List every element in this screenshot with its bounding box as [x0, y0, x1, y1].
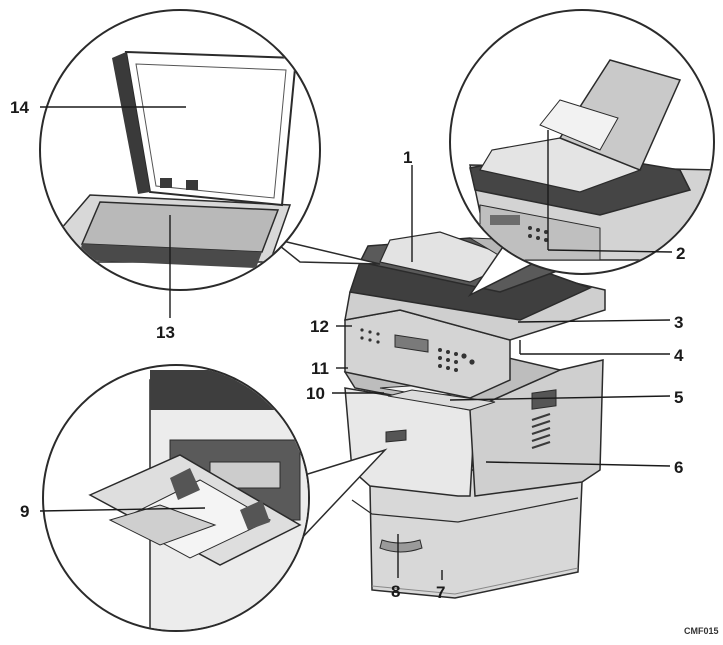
magnifier-adf	[449, 9, 715, 297]
callout-4: 4	[674, 346, 684, 365]
callout-14: 14	[10, 98, 29, 117]
callout-labels: 1 2 3 4 5 6 7 8 9 10 11 12 13 14 CMF015	[10, 98, 719, 636]
callout-10: 10	[306, 384, 325, 403]
printer-body	[343, 231, 606, 599]
callout-6: 6	[674, 458, 683, 477]
callout-13: 13	[156, 323, 175, 342]
callout-5: 5	[674, 388, 683, 407]
callout-2: 2	[676, 244, 685, 263]
figure-code: CMF015	[684, 626, 719, 636]
leader-lines	[39, 106, 673, 580]
callout-12: 12	[310, 317, 329, 336]
magnifier-exposure-glass	[39, 9, 381, 291]
callout-1: 1	[403, 148, 412, 167]
callout-8: 8	[391, 582, 400, 601]
callout-3: 3	[674, 313, 683, 332]
callout-7: 7	[436, 583, 445, 602]
callout-9: 9	[20, 502, 29, 521]
callout-11: 11	[311, 359, 329, 378]
magnifier-bypass-tray	[42, 364, 388, 632]
